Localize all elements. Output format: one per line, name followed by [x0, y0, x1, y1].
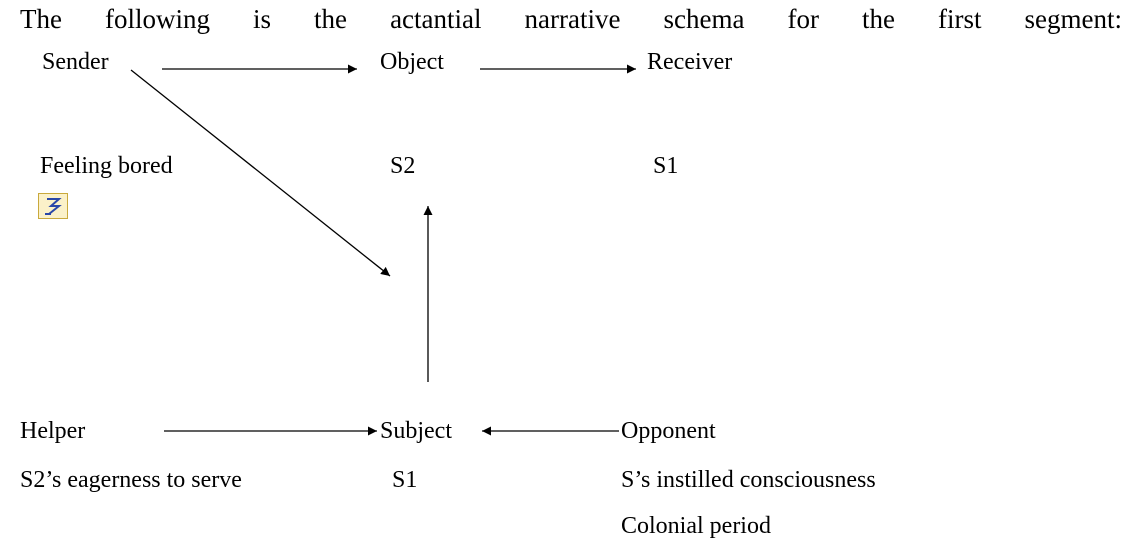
helper-value: S2’s eagerness to serve	[20, 467, 242, 493]
receiver-value: S1	[653, 153, 679, 179]
receiver-label: Receiver	[647, 49, 733, 75]
subject-label: Subject	[380, 418, 452, 444]
marker-icon[interactable]	[38, 193, 68, 219]
opponent-value-1: S’s instilled consciousness	[621, 467, 876, 493]
arrow-sender-to-subject	[130, 69, 391, 277]
opponent-value-2: Colonial period	[621, 513, 771, 539]
subject-value: S1	[392, 467, 418, 493]
sender-label: Sender	[42, 49, 109, 75]
zigzag-glyph-icon	[45, 198, 62, 215]
intro-sentence: The following is the actantial narrative…	[20, 4, 1122, 34]
sender-value: Feeling bored	[40, 153, 173, 179]
helper-label: Helper	[20, 418, 86, 444]
object-value: S2	[390, 153, 416, 179]
object-label: Object	[380, 49, 444, 75]
opponent-label: Opponent	[621, 418, 716, 444]
